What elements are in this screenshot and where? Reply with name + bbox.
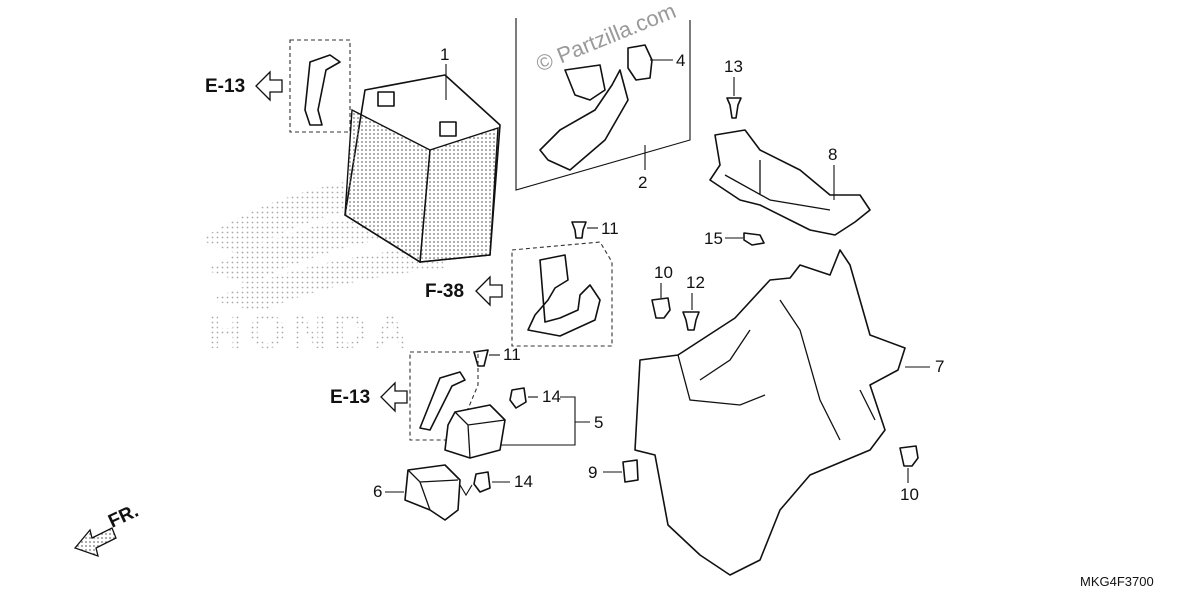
cable-assembly-box xyxy=(515,18,691,191)
ref-label[interactable]: E-13 xyxy=(205,76,245,97)
callout-13: 13 xyxy=(724,57,743,76)
screw-13 xyxy=(726,97,742,119)
callout-14-top: 14 xyxy=(542,387,561,406)
left-arrow-icon xyxy=(475,275,503,307)
ref-label[interactable]: E-13 xyxy=(330,387,370,408)
callout-6: 6 xyxy=(373,482,382,501)
front-label: FR. xyxy=(105,501,142,533)
ref-f38[interactable]: F-38 xyxy=(425,275,503,307)
relay-bracket xyxy=(500,396,590,446)
battery-box-part-7 xyxy=(634,249,906,576)
battery-cable-assembly xyxy=(539,64,629,171)
starter-cable-callout xyxy=(511,241,613,347)
honda-logo-text: HONDA xyxy=(208,306,414,359)
screw-12 xyxy=(682,311,700,331)
callout-11-lower: 11 xyxy=(503,345,521,364)
ref-label[interactable]: F-38 xyxy=(425,281,464,302)
callout-10-top: 10 xyxy=(654,263,673,282)
fuse-14-top xyxy=(509,387,527,409)
callout-9: 9 xyxy=(588,463,597,482)
battery-holder-part-8 xyxy=(709,129,871,236)
starter-relay-part-5 xyxy=(444,404,506,459)
callout-11-top: 11 xyxy=(601,219,619,238)
left-arrow-icon xyxy=(255,70,283,102)
terminal-cover-part xyxy=(627,44,653,81)
callout-8: 8 xyxy=(828,145,837,164)
wire-callout-box xyxy=(409,351,479,441)
callout-7: 7 xyxy=(935,357,944,376)
callout-4: 4 xyxy=(676,51,685,70)
watermark: © Partzilla.com xyxy=(533,0,680,77)
relay-box-part-6 xyxy=(404,464,461,521)
front-direction-indicator: FR. xyxy=(73,501,142,558)
callout-5: 5 xyxy=(594,413,603,432)
callout-10-right: 10 xyxy=(900,485,919,504)
diagram-code: MKG4F3700 xyxy=(1080,574,1154,589)
cable-callout-box xyxy=(289,39,351,133)
callout-15: 15 xyxy=(704,229,723,248)
ref-e13-top[interactable]: E-13 xyxy=(205,70,283,102)
bolt-10-top xyxy=(651,297,671,319)
callout-12: 12 xyxy=(686,273,705,292)
left-arrow-icon xyxy=(380,381,408,413)
bolt-10-right xyxy=(899,445,919,467)
clip-15 xyxy=(743,232,765,246)
battery xyxy=(344,74,501,264)
callout-14-lower: 14 xyxy=(514,472,533,491)
starter-cable-part xyxy=(527,254,601,337)
fuse-14-lower xyxy=(473,471,491,493)
clip-9 xyxy=(622,459,639,483)
bolt-11-top xyxy=(571,221,587,239)
ref-e13-lower[interactable]: E-13 xyxy=(330,381,408,413)
front-arrow-icon xyxy=(73,527,117,558)
battery-cable-part xyxy=(304,54,341,126)
callout-2: 2 xyxy=(638,173,647,192)
callout-1: 1 xyxy=(440,45,449,64)
wire-lower-part xyxy=(419,371,466,431)
